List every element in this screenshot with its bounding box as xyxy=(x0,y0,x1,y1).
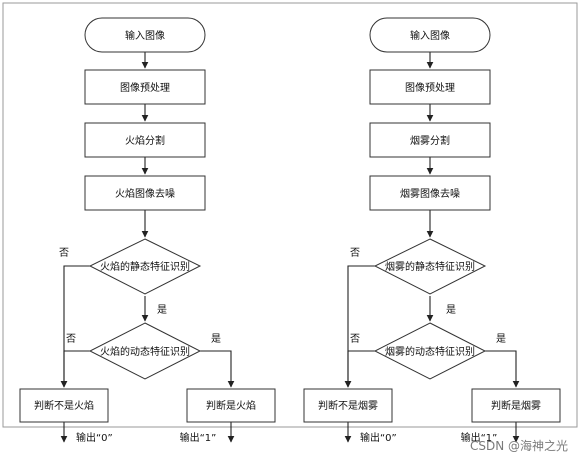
start-node-label: 输入图像 xyxy=(410,29,450,42)
edge-dynamic-yes-to-result-yes xyxy=(200,350,235,388)
segment-box xyxy=(84,122,206,158)
edge-static-no-to-result-no xyxy=(344,265,375,388)
static-feature-label: 烟雾的静态特征识别 xyxy=(385,260,475,273)
result-fire-label: 判断是火焰 xyxy=(206,399,256,412)
start-node-label: 输入图像 xyxy=(125,29,165,42)
denoise-box xyxy=(84,175,206,211)
output-one: 输出“1” xyxy=(180,431,217,444)
label-no-static: 否 xyxy=(350,247,360,259)
csdn-watermark: CSDN @海神之光 xyxy=(470,438,568,453)
segment-label: 火焰分割 xyxy=(125,134,165,147)
edge-static-no-to-result-no xyxy=(60,265,90,388)
result-not-smoke-box xyxy=(303,388,393,423)
result-not-fire-box xyxy=(19,388,109,423)
preprocess-label: 图像预处理 xyxy=(405,82,455,94)
label-yes-static: 是 xyxy=(157,304,167,316)
label-no-dynamic: 否 xyxy=(66,333,76,345)
label-no-static: 否 xyxy=(59,247,69,259)
denoise-box xyxy=(369,175,491,211)
result-smoke-label: 判断是烟雾 xyxy=(491,399,541,412)
output-one: 输出“1” xyxy=(461,431,498,444)
preprocess-box xyxy=(84,69,206,105)
result-fire-box xyxy=(186,388,276,423)
start-node xyxy=(369,17,491,53)
output-zero: 输出“0” xyxy=(360,431,397,444)
segment-label: 烟雾分割 xyxy=(410,134,450,147)
result-smoke-box xyxy=(471,388,561,423)
dynamic-feature-label: 火焰的动态特征识别 xyxy=(100,345,190,358)
diagram-frame xyxy=(2,2,578,428)
edge-dynamic-no-to-result-no xyxy=(60,350,90,388)
label-yes-dynamic: 是 xyxy=(496,333,506,345)
label-yes-dynamic: 是 xyxy=(211,333,221,345)
dynamic-feature-decision xyxy=(88,322,202,380)
static-feature-label: 火焰的静态特征识别 xyxy=(100,260,190,273)
denoise-label: 烟雾图像去噪 xyxy=(400,187,460,200)
edge-dynamic-yes-to-result-yes xyxy=(485,350,520,388)
dynamic-feature-decision xyxy=(373,322,487,380)
preprocess-label: 图像预处理 xyxy=(120,82,170,94)
fire-detection-flow: 输入图像 图像预处理 火焰分割 火焰图像去噪 火焰的静态特征识别 火焰的动态特征… xyxy=(19,17,276,444)
preprocess-box xyxy=(369,69,491,105)
label-no-dynamic: 否 xyxy=(350,333,360,345)
output-zero: 输出“0” xyxy=(76,431,113,444)
start-node xyxy=(84,17,206,53)
smoke-detection-flow: 输入图像 图像预处理 烟雾分割 烟雾图像去噪 烟雾的静态特征识别 烟雾的动态特征… xyxy=(303,17,561,444)
label-yes-static: 是 xyxy=(446,304,456,316)
denoise-label: 火焰图像去噪 xyxy=(115,187,175,200)
result-not-smoke-label: 判断不是烟雾 xyxy=(318,399,378,412)
static-feature-decision xyxy=(373,238,487,295)
result-not-fire-label: 判断不是火焰 xyxy=(34,399,94,412)
edge-dynamic-no-to-result-no xyxy=(344,350,375,388)
dynamic-feature-label: 烟雾的动态特征识别 xyxy=(385,345,475,358)
static-feature-decision xyxy=(88,238,202,295)
segment-box xyxy=(369,122,491,158)
